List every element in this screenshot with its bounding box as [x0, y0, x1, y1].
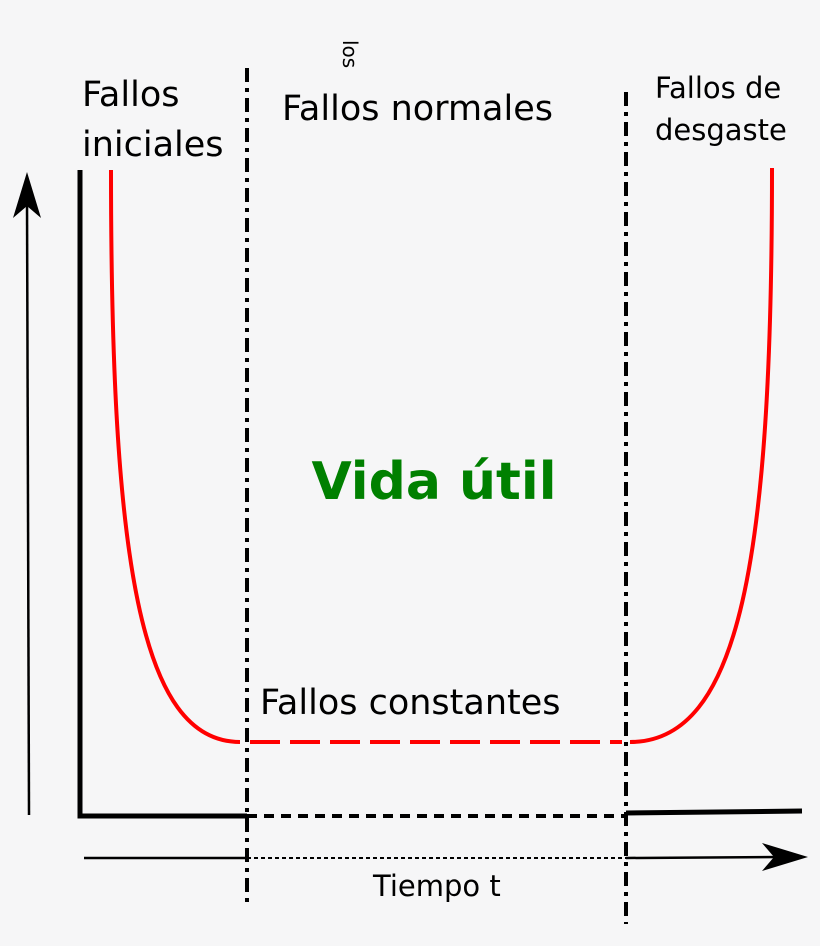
- label-time-axis: Tiempo t: [372, 869, 501, 903]
- curve-wearout-failures: [629, 167, 774, 744]
- label-constant-failures: Fallos constantes: [260, 683, 561, 723]
- time-arrow: [84, 843, 808, 871]
- vertical-arrow: [13, 172, 41, 816]
- curve-early-failures: [109, 169, 241, 744]
- label-early-failures-line2: iniciales: [82, 125, 224, 165]
- label-early-failures-line1: Fallos: [82, 75, 179, 115]
- label-useful-life: Vida útil: [311, 452, 556, 512]
- label-wearout-failures-line1: Fallos de: [655, 71, 781, 105]
- label-wearout-failures-line2: desgaste: [655, 113, 787, 147]
- label-normal-failures: Fallos normales: [282, 89, 553, 129]
- failure-rate-curve: [109, 167, 774, 744]
- label-rotated-los: los: [338, 40, 362, 68]
- x-axis: [77, 808, 803, 819]
